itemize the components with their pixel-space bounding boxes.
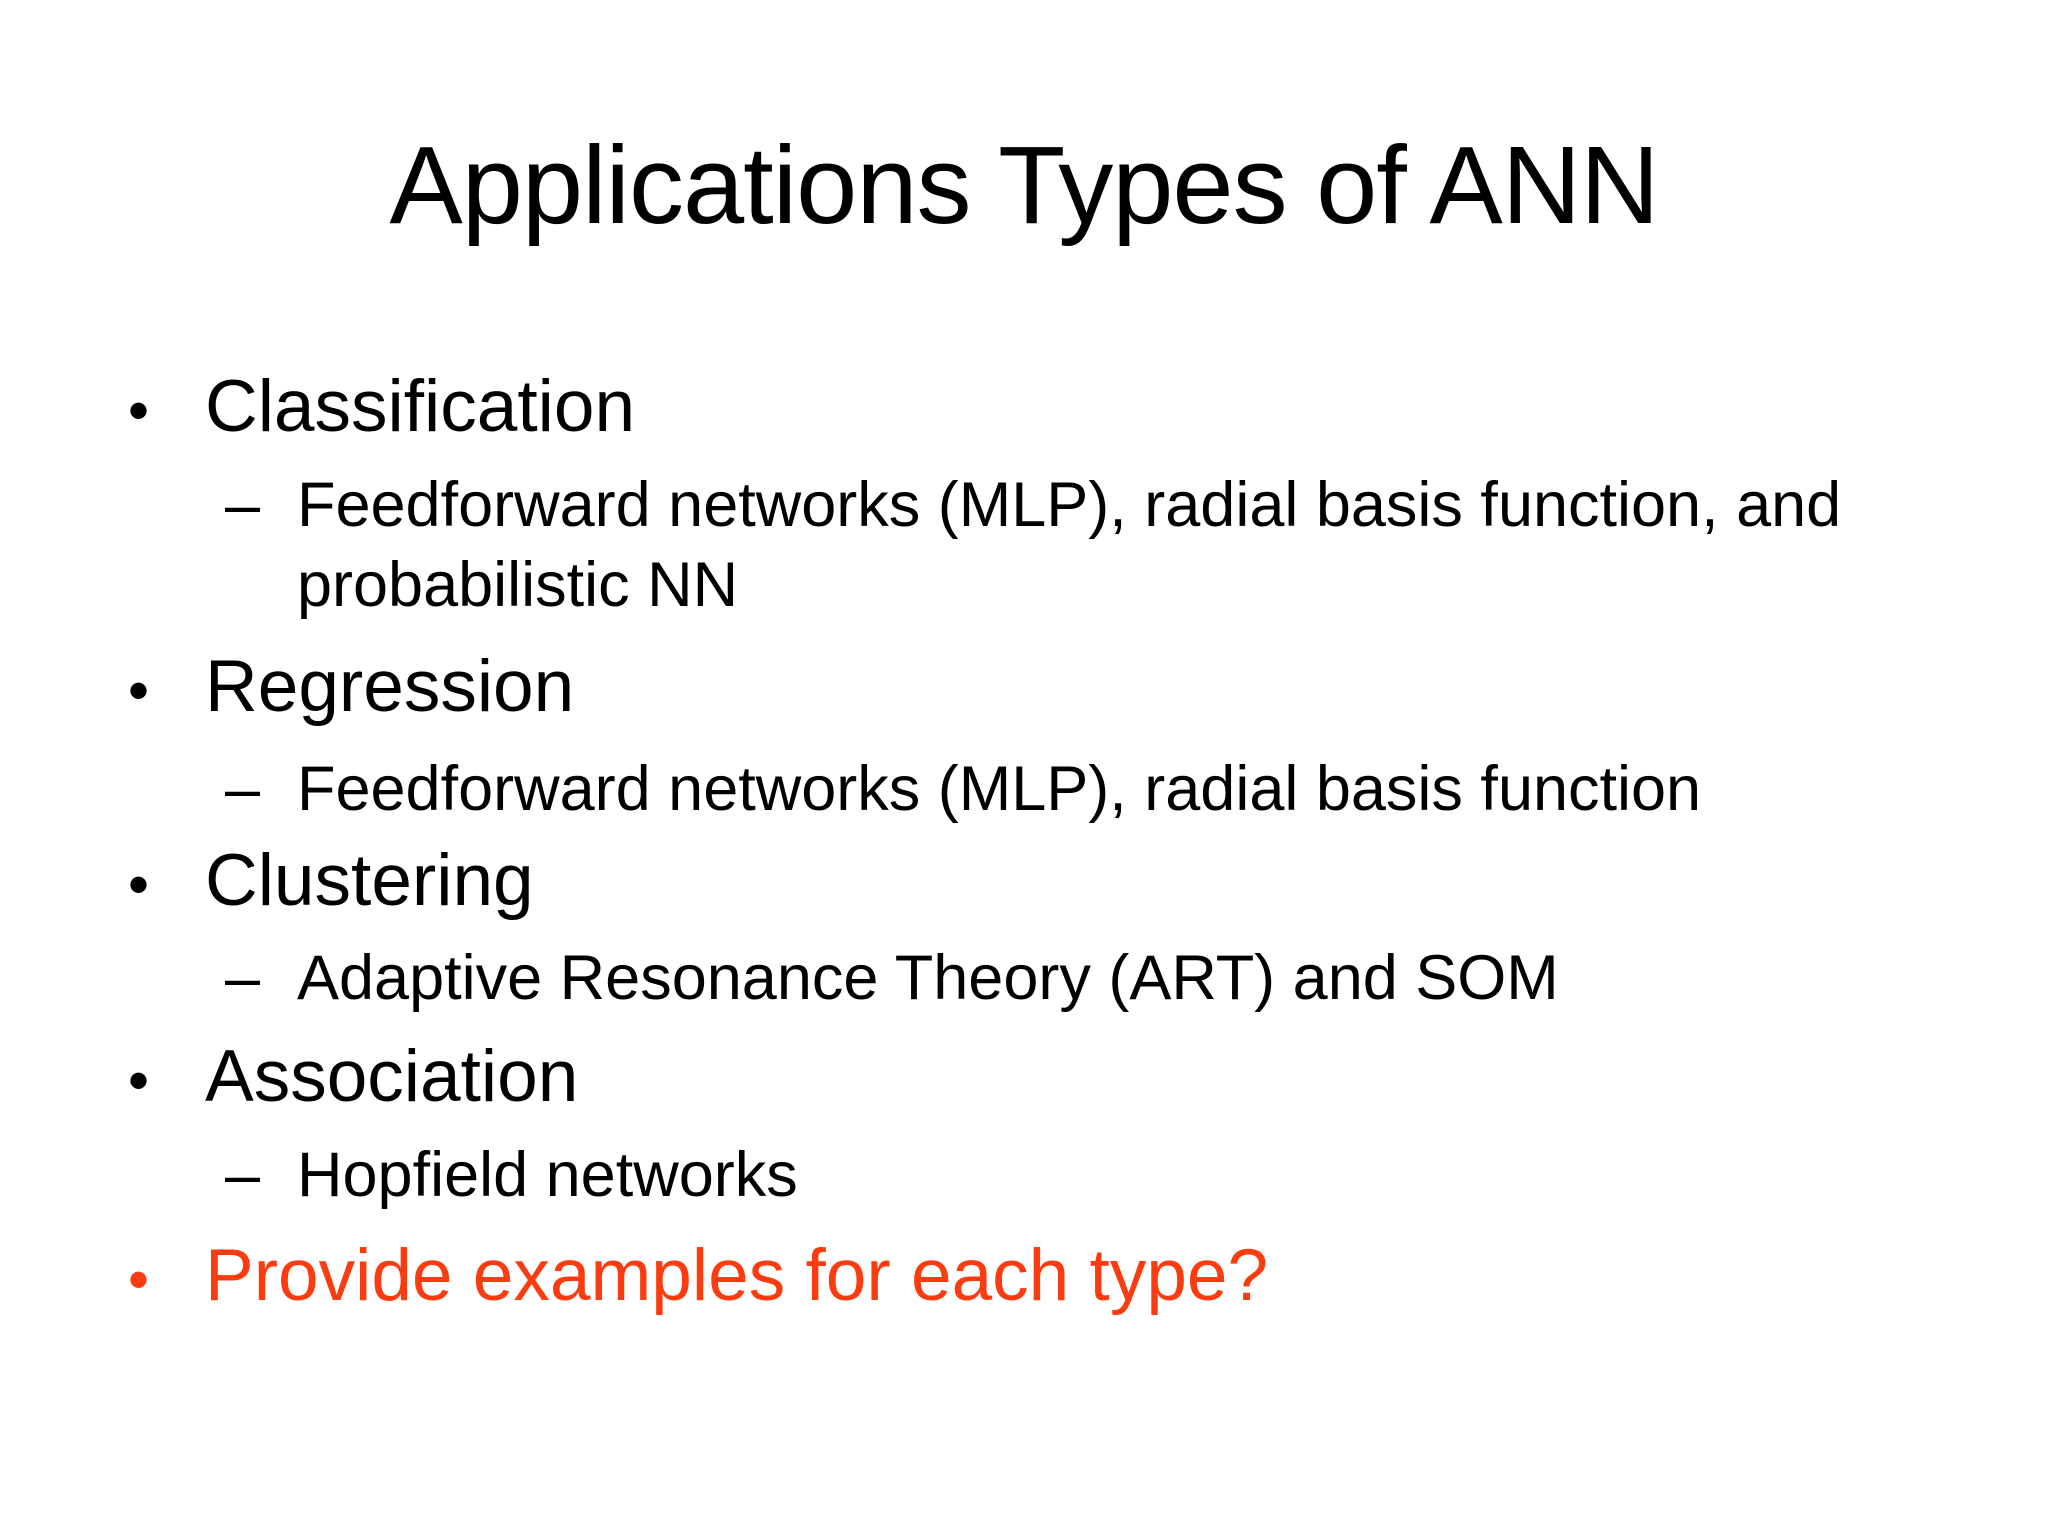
sub-bullet-text: Feedforward networks (MLP), radial basis… xyxy=(297,754,1702,824)
bullet-item-question: • Provide examples for each type? xyxy=(0,1229,2048,1327)
sub-bullet-text: Adaptive Resonance Theory (ART) and SOM xyxy=(297,943,1559,1013)
dash-marker: – xyxy=(225,1140,261,1210)
bullet-dot-marker: • xyxy=(128,1246,150,1313)
sub-bullet-item: – Adaptive Resonance Theory (ART) and SO… xyxy=(0,938,2048,1018)
sub-bullet-item: – Hopfield networks xyxy=(0,1135,2048,1215)
bullet-dot-marker: • xyxy=(128,657,150,724)
bullet-text: Clustering xyxy=(205,840,534,921)
sub-bullet-item: – Feedforward networks (MLP), radial bas… xyxy=(0,749,2048,829)
dash-marker: – xyxy=(225,754,261,824)
bullet-dot-marker: • xyxy=(128,377,150,444)
bullet-text-question: Provide examples for each type? xyxy=(205,1235,1269,1316)
bullet-item: • Classification xyxy=(0,360,2048,458)
bullet-text: Classification xyxy=(205,366,636,447)
dash-marker: – xyxy=(225,470,261,540)
bullet-text: Regression xyxy=(205,646,575,727)
bullet-item: • Association xyxy=(0,1030,2048,1128)
bullet-dot-marker: • xyxy=(128,851,150,918)
bullet-item: • Regression xyxy=(0,640,2048,738)
bullet-list: • Classification – Feedforward networks … xyxy=(0,360,2048,1327)
bullet-dot-marker: • xyxy=(128,1047,150,1114)
sub-bullet-text: Feedforward networks (MLP), radial basis… xyxy=(297,470,1842,620)
sub-bullet-text: Hopfield networks xyxy=(297,1140,798,1210)
dash-marker: – xyxy=(225,943,261,1013)
sub-bullet-item: – Feedforward networks (MLP), radial bas… xyxy=(0,465,2048,625)
bullet-item: • Clustering xyxy=(0,834,2048,932)
bullet-text: Association xyxy=(205,1036,579,1117)
slide-title: Applications Types of ANN xyxy=(389,124,1659,247)
